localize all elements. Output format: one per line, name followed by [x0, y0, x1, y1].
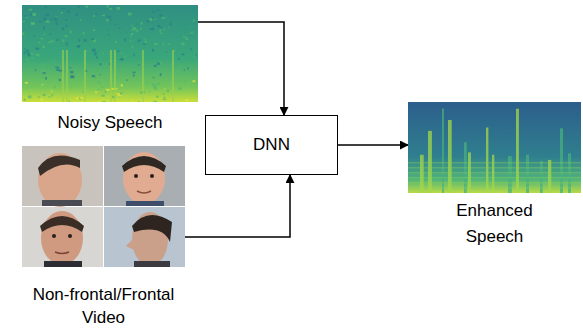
caption: Non-frontal/Frontal Video: [19, 283, 189, 329]
face-frames: [22, 146, 185, 267]
noisy-spectrogram: [22, 5, 198, 102]
arrow-connector: [198, 22, 284, 115]
caption: Noisy Speech: [22, 112, 198, 134]
box-label: DNN: [253, 134, 290, 156]
spectrogram-frame: Noisy Speech: [22, 5, 198, 102]
arrow-connector: [185, 175, 290, 237]
video-frame: Non-frontal/Frontal Video: [22, 146, 185, 267]
caption: Enhanced Speech: [440, 198, 550, 250]
process-box: DNN: [205, 115, 338, 175]
spectrogram-frame: Enhanced Speech: [408, 102, 581, 193]
enhanced-spectrogram: [408, 102, 581, 193]
arrow-connector: [338, 144, 408, 146]
